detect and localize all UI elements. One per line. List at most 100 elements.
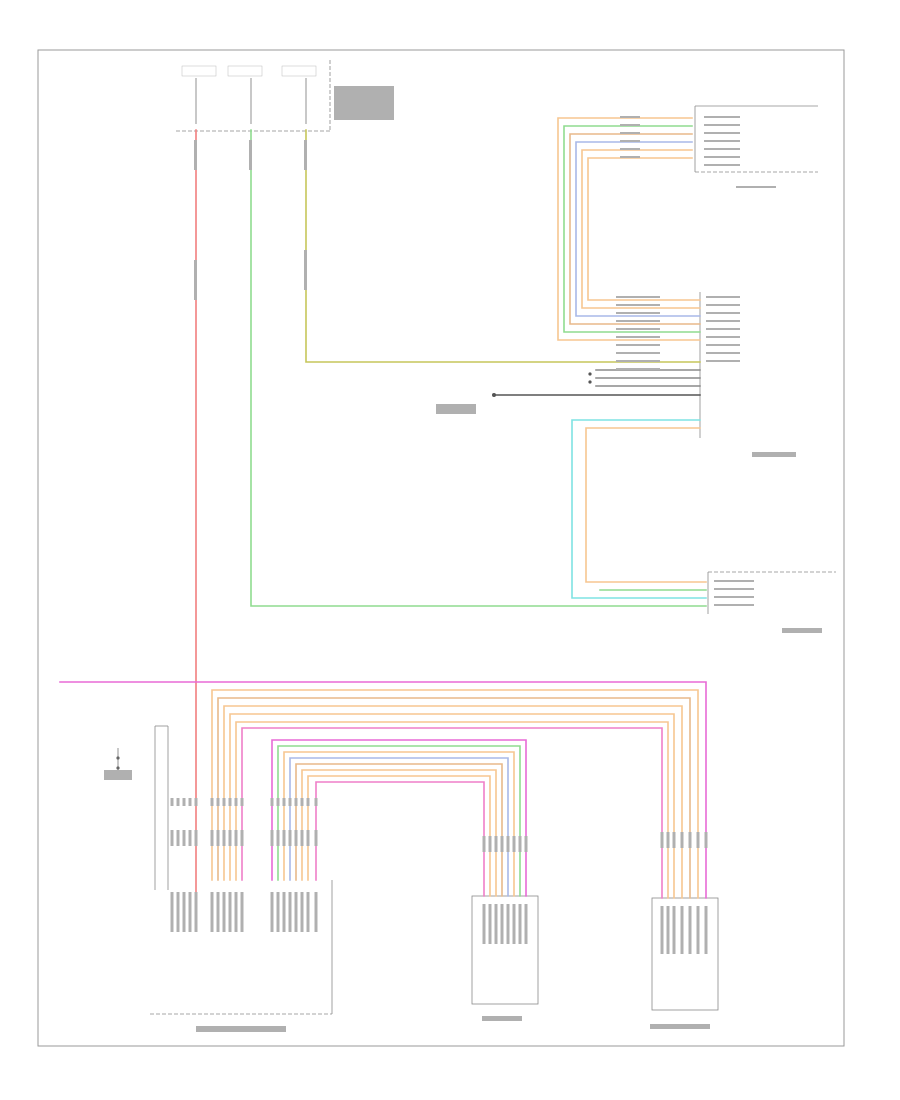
pin-code-1: [176, 830, 180, 846]
wire-yellowgreen-feed: [305, 129, 701, 363]
pin-mark-11: [270, 798, 274, 806]
connector-top-right: [694, 105, 818, 173]
top-right-pin-desc-2: [704, 132, 740, 134]
mid-wire-code-8: [616, 360, 660, 362]
center-pin-label-2: [494, 904, 498, 944]
caption-fuse-block: [334, 86, 394, 120]
center-pin-code-0: [482, 836, 486, 852]
pin-label-11: [270, 892, 274, 932]
low-right-pin-desc-3: [714, 604, 754, 606]
wire-cbus-orange-2: [301, 769, 497, 897]
red-feed-label-2: [194, 260, 197, 300]
wire-cbus-orange-3: [307, 775, 491, 897]
top-right-pin-desc-3: [704, 140, 740, 142]
wire-rbus-orange-4: [235, 721, 669, 899]
red-feed-label: [194, 140, 197, 170]
wire-loop-orange-1: [557, 117, 701, 341]
caption-mid-right: [752, 452, 796, 457]
pin-mark-5: [210, 798, 214, 806]
yg-feed-label-2: [304, 250, 307, 290]
pin-code-6: [216, 830, 220, 846]
pin-mark-18: [314, 798, 318, 806]
top-wire-code-3: [620, 140, 640, 142]
pin-label-0: [170, 892, 174, 932]
wire-cbus-tan: [295, 763, 503, 897]
pin-code-0: [170, 830, 174, 846]
center-pin-code-7: [524, 836, 528, 852]
pin-code-17: [306, 830, 310, 846]
caption-splice-center: [436, 404, 476, 414]
caption-bottom-center: [482, 1016, 522, 1021]
splice-symbol-center: [492, 372, 592, 397]
pin-mark-14: [288, 798, 292, 806]
module-bottom-center: [471, 895, 539, 1005]
mid-wire-code-1: [616, 304, 660, 306]
mid-wire-code-0: [616, 296, 660, 298]
caption-low-right: [782, 628, 822, 633]
fuse-label-2: [227, 65, 263, 77]
wire-cbus-orange-1: [283, 751, 515, 897]
wire-magenta-bus: [59, 681, 707, 899]
pin-code-5: [210, 830, 214, 846]
wire-green-feed: [250, 129, 707, 607]
pin-mark-0: [170, 798, 174, 806]
top-right-pin-desc-0: [704, 116, 740, 118]
mid-wire-code-5: [616, 336, 660, 338]
top-right-pin-desc-1: [704, 124, 740, 126]
center-pin-label-7: [524, 904, 528, 944]
mid-wire-code-2: [616, 312, 660, 314]
top-wire-code-1: [620, 124, 640, 126]
pin-code-7: [222, 830, 226, 846]
pin-label-1: [176, 892, 180, 932]
mid-wire-code-6: [616, 344, 660, 346]
center-pin-label-6: [518, 904, 522, 944]
right-pin-code-4: [688, 832, 692, 848]
top-wire-code-2: [620, 132, 640, 134]
pin-label-17: [306, 892, 310, 932]
right-pin-code-0: [660, 832, 664, 848]
mid-right-pin-desc-3: [706, 320, 740, 322]
top-wire-code-4: [620, 148, 640, 150]
right-pin-code-1: [666, 832, 670, 848]
caption-bottom-right: [650, 1024, 710, 1029]
ground-symbol-left: [116, 748, 120, 772]
pin-label-15: [294, 892, 298, 932]
mid-right-pin-desc-8: [706, 360, 740, 362]
pin-mark-2: [182, 798, 186, 806]
center-pin-code-2: [494, 836, 498, 852]
mid-right-pin-desc-5: [706, 336, 740, 338]
pin-code-4: [194, 830, 198, 846]
center-pin-label-0: [482, 904, 486, 944]
right-pin-label-5: [696, 906, 700, 954]
mid-right-pin-desc-2: [706, 312, 740, 314]
wire-rbus-pink: [241, 727, 663, 899]
pin-mark-12: [276, 798, 280, 806]
pin-mark-4: [194, 798, 198, 806]
mid-wire-code-3: [616, 320, 660, 322]
wire-cbus-blue: [289, 757, 509, 897]
wire-loop-tan: [569, 133, 701, 325]
pin-mark-1: [176, 798, 180, 806]
center-pin-code-1: [488, 836, 492, 852]
fuse-label-3: [281, 65, 317, 77]
wire-orange-down: [585, 427, 707, 583]
pin-label-3: [188, 892, 192, 932]
top-wire-code-5: [620, 156, 640, 158]
pin-mark-13: [282, 798, 286, 806]
pin-mark-8: [228, 798, 232, 806]
center-pin-label-4: [506, 904, 510, 944]
wire-cbus-green: [277, 745, 521, 897]
pin-mark-15: [294, 798, 298, 806]
pin-code-18: [314, 830, 318, 846]
caption-bottom-left: [196, 1026, 286, 1032]
right-pin-code-5: [696, 832, 700, 848]
right-pin-label-2: [672, 906, 676, 954]
pin-mark-16: [300, 798, 304, 806]
pin-mark-17: [306, 798, 310, 806]
wires: [59, 117, 707, 901]
right-pin-code-6: [704, 832, 708, 848]
mid-right-pin-desc-7: [706, 352, 740, 354]
connector-lower-right: [707, 571, 836, 614]
pin-code-10: [240, 830, 244, 846]
right-pin-code-3: [680, 832, 684, 848]
